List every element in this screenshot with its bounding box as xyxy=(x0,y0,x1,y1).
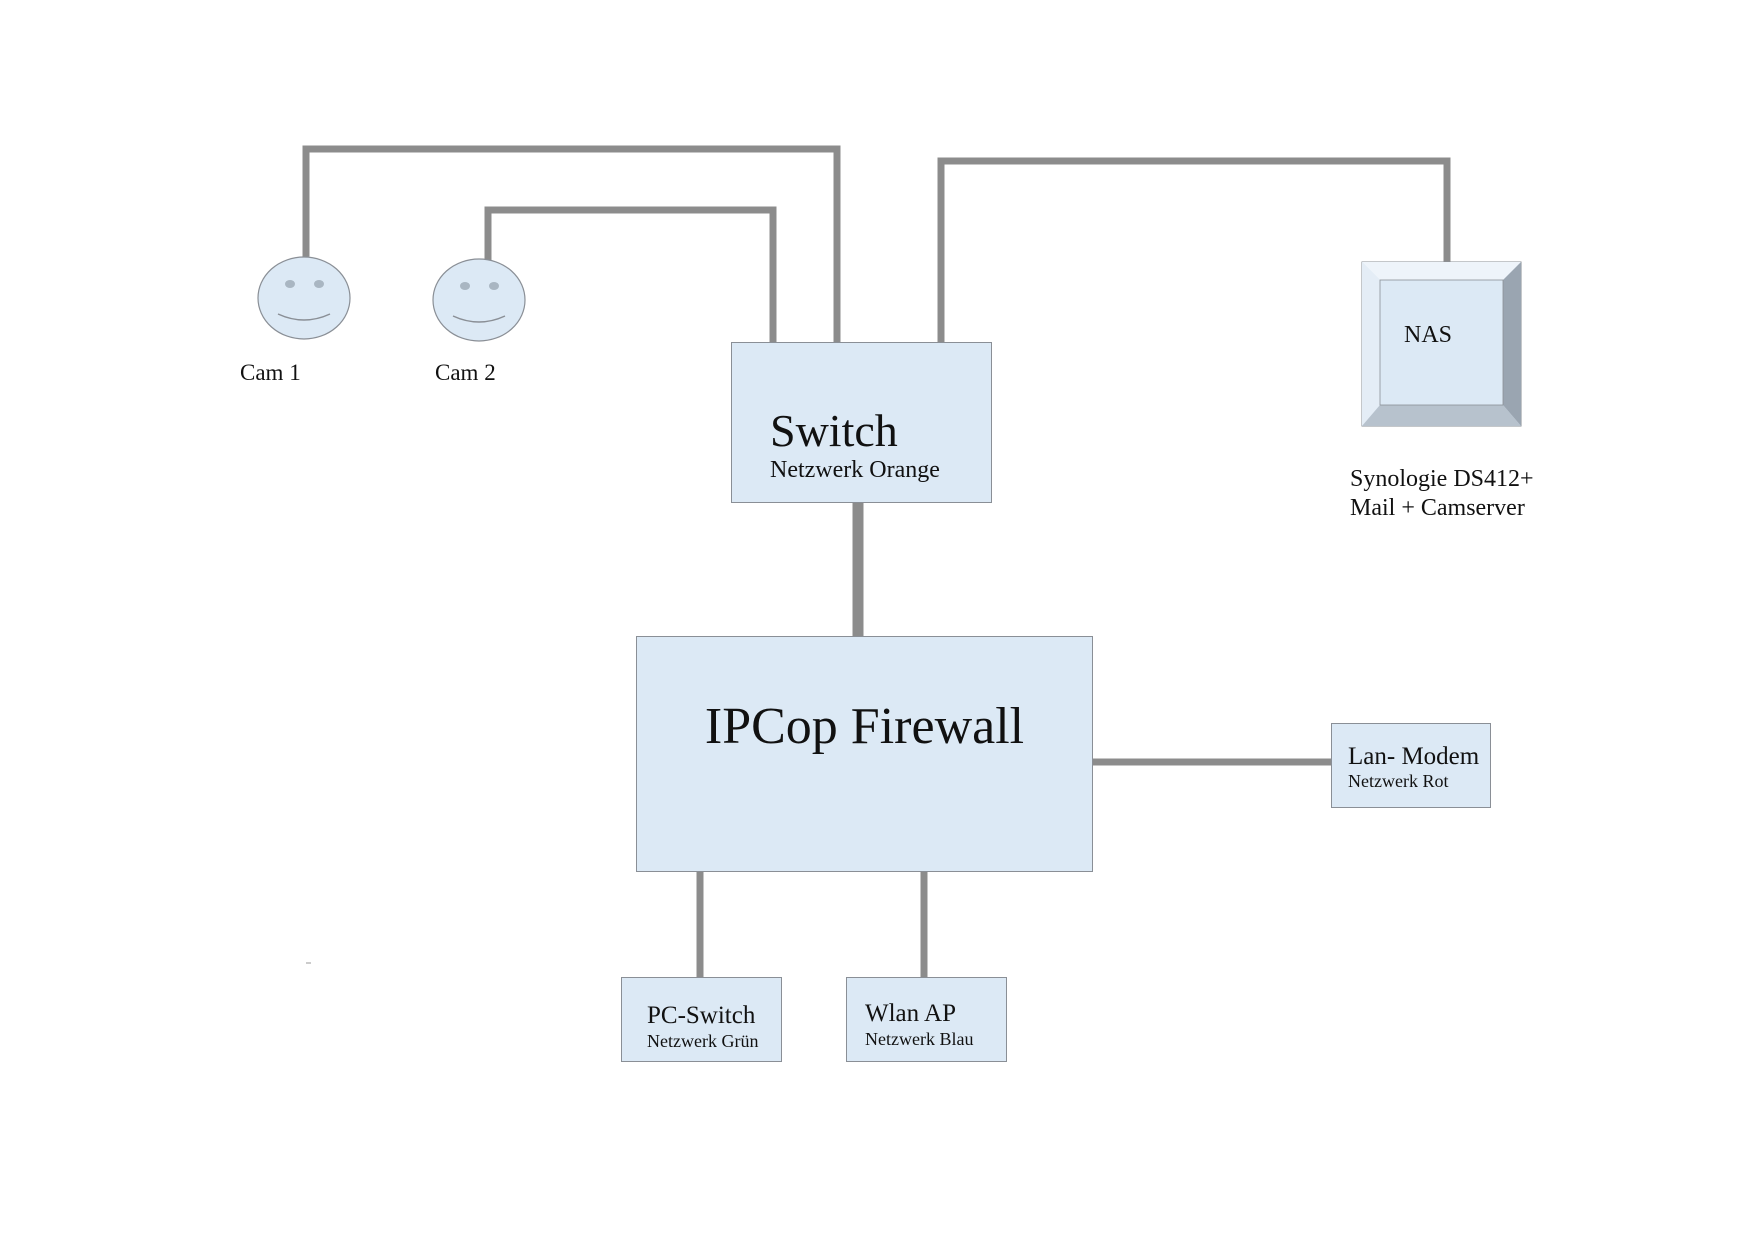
connectors xyxy=(302,145,1451,978)
nas-description-line-1: Synologie DS412+ xyxy=(1350,466,1534,492)
firewall-node xyxy=(636,636,1093,872)
wlan-ap-title: Wlan AP xyxy=(865,1000,956,1027)
pc-switch-node xyxy=(621,977,782,1062)
switch-title: Switch xyxy=(770,405,898,456)
cam-2-label: Cam 2 xyxy=(435,360,496,385)
nas-description-line-2: Mail + Camserver xyxy=(1350,495,1525,521)
cam1-to-switch-cable xyxy=(302,145,841,346)
nas-device-icon xyxy=(1361,261,1522,427)
pc-switch-network-label: Netzwerk Grün xyxy=(647,1031,759,1051)
modem-node xyxy=(1331,723,1491,808)
firewall-title: IPCop Firewall xyxy=(704,698,1025,755)
cam-2-icon xyxy=(432,258,526,342)
nas-label: NAS xyxy=(1404,322,1453,348)
modem-network-label: Netzwerk Rot xyxy=(1348,771,1449,791)
wlan-ap-network-label: Netzwerk Blau xyxy=(865,1029,974,1049)
modem-title: Lan- Modem xyxy=(1348,743,1480,770)
switch-to-nas-cable xyxy=(937,157,1451,346)
cam2-to-switch-cable xyxy=(484,206,777,346)
cam-1-icon xyxy=(257,256,351,340)
switch-node xyxy=(731,342,992,503)
pc-switch-title: PC-Switch xyxy=(647,1002,756,1029)
wlan-ap-node xyxy=(846,977,1007,1062)
cam-1-label: Cam 1 xyxy=(240,360,301,385)
switch-network-label: Netzwerk Orange xyxy=(770,457,940,483)
